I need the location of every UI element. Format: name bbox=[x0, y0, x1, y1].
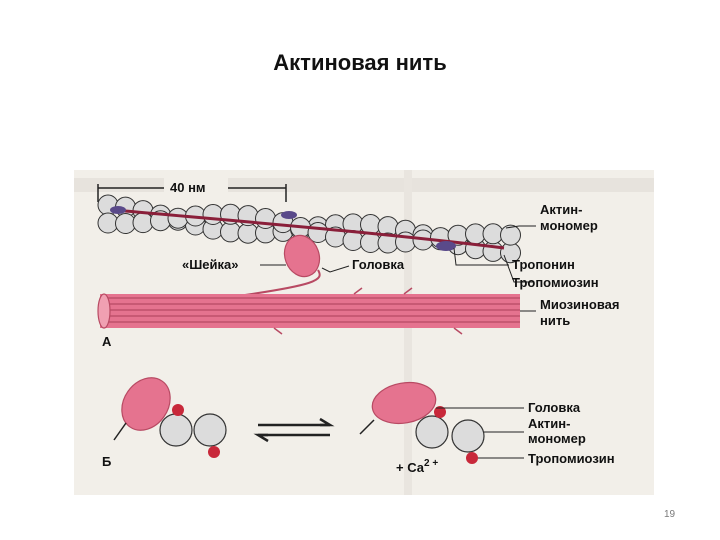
diagram-svg: 40 нм «Шейка» Головка Актин- мономер Тро… bbox=[74, 170, 654, 495]
actin-bead bbox=[115, 213, 136, 234]
myosin-head bbox=[283, 234, 321, 278]
actin-monomer-label-2: мономер bbox=[540, 218, 598, 233]
page-number: 19 bbox=[664, 509, 676, 520]
troponin-blob-2 bbox=[281, 211, 297, 219]
actin-filament-diagram: 40 нм «Шейка» Головка Актин- мономер Тро… bbox=[74, 170, 654, 495]
leader-lines-a bbox=[260, 225, 536, 312]
head-label: Головка bbox=[352, 257, 405, 272]
b-head-label: Головка bbox=[528, 400, 581, 415]
actin-bead bbox=[220, 221, 241, 243]
actin-bead bbox=[97, 212, 119, 234]
actin-bead bbox=[465, 223, 486, 245]
leader-lines-b bbox=[436, 407, 524, 459]
b-actin-label-1: Актин- bbox=[528, 416, 570, 431]
faint-bg-band bbox=[74, 178, 654, 192]
scale-bar bbox=[97, 178, 287, 202]
equilibrium-arrows bbox=[253, 417, 335, 443]
panel-b-label: Б bbox=[102, 454, 111, 469]
actin-bead bbox=[132, 212, 154, 234]
troponin-blob-3 bbox=[436, 241, 456, 251]
tropomyosin-label: Тропомиозин bbox=[512, 275, 599, 290]
scale-label: 40 нм bbox=[170, 180, 206, 195]
b-tropomyosin-label: Тропомиозин bbox=[528, 451, 615, 466]
panel-a-label: А bbox=[102, 334, 112, 349]
myosin-label-2: нить bbox=[540, 313, 570, 328]
actin-bead bbox=[237, 222, 259, 244]
troponin-blob-1 bbox=[110, 206, 126, 214]
slide-title: Актиновая нить bbox=[273, 50, 447, 75]
actin-monomer-label-1: Актин- bbox=[540, 202, 582, 217]
actin-bead bbox=[202, 204, 224, 225]
panel-b-left bbox=[113, 377, 227, 458]
actin-bead bbox=[482, 223, 504, 245]
faint-bg-line bbox=[404, 170, 412, 495]
actin-bead bbox=[167, 207, 189, 229]
panel-b-right bbox=[359, 381, 485, 464]
b-actin-label-2: мономер bbox=[528, 431, 586, 446]
troponin-label: Тропонин bbox=[512, 257, 575, 272]
calcium-label: + Са2 + bbox=[396, 458, 438, 475]
calcium-sup: 2 + bbox=[424, 458, 438, 469]
calcium-text: + Са bbox=[396, 460, 425, 475]
myosin-filament bbox=[97, 287, 520, 335]
actin-bead bbox=[500, 224, 521, 246]
neck-label: «Шейка» bbox=[182, 257, 238, 272]
myosin-label-1: Миозиновая bbox=[540, 297, 619, 312]
